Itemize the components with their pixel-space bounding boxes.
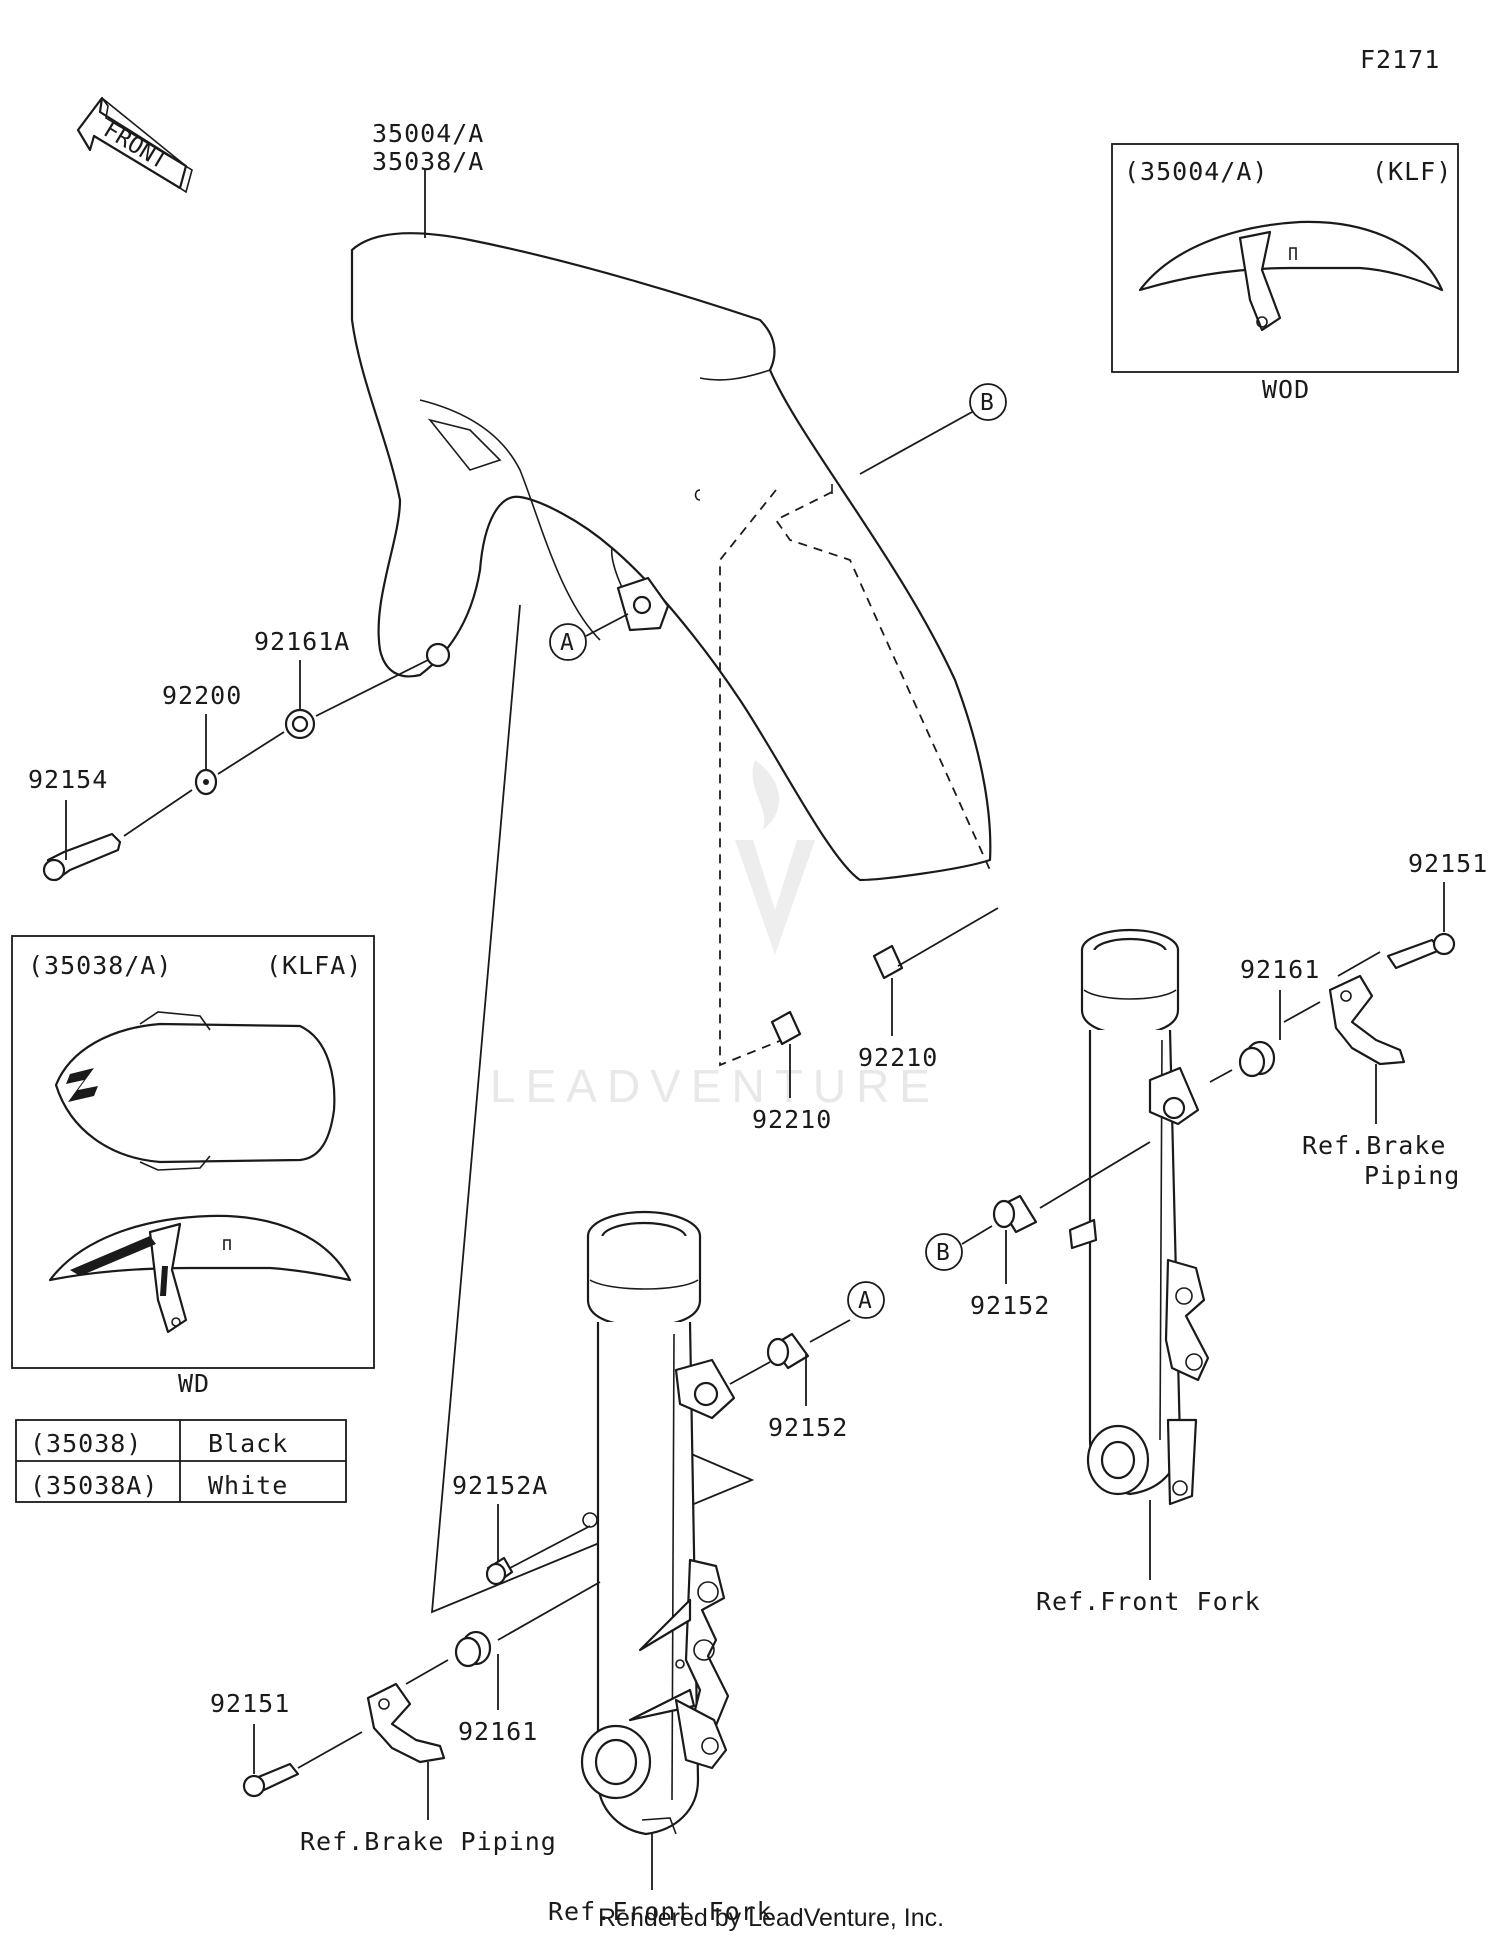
callout-fender-top: 35004/A <box>372 119 484 148</box>
callout-ref-brake-left: Ref.Brake Piping <box>300 1827 557 1856</box>
callout-bolt-b: 92152 <box>970 1291 1050 1320</box>
bolt-92152-a <box>766 1332 810 1370</box>
inset-klfa-code: (35038/A) <box>28 951 172 980</box>
watermark: LEADVENTURE <box>490 760 940 1112</box>
callout-clip-left: 92210 <box>752 1105 832 1134</box>
callout-bolt-a: 92152 <box>768 1413 848 1442</box>
callout-collar-left: 92161 <box>458 1717 538 1746</box>
bolt-92151-left <box>242 1762 300 1798</box>
callout-fender-bottom: 35038/A <box>372 147 484 176</box>
color-table-row-1-color: Black <box>208 1429 288 1458</box>
inset-klf-code: (35004/A) <box>1124 157 1268 186</box>
front-fork-left <box>580 1210 736 1836</box>
collar-92161a <box>284 708 316 740</box>
marker-a-fender-label: A <box>560 630 574 656</box>
watermark-text: LEADVENTURE <box>490 1060 940 1112</box>
bolt-92151-right <box>1386 932 1456 970</box>
inset-klfa-variant: (KLFA) <box>266 951 362 980</box>
callout-ref-brake-right-1: Ref.Brake <box>1302 1131 1446 1160</box>
inset-klfa-caption: WD <box>178 1369 210 1398</box>
marker-b-fender-label: B <box>980 390 994 416</box>
inset-klfa: (35038/A) (KLFA) WD <box>11 935 375 1398</box>
brake-pipe-clamp-right <box>1328 974 1406 1066</box>
front-fork-right <box>1068 928 1210 1506</box>
front-direction-arrow-icon: FRONT <box>76 96 193 194</box>
callout-bolt-right: 92151 <box>1408 849 1488 878</box>
marker-a-fender: A <box>549 623 587 661</box>
inset-klf-variant: (KLF) <box>1372 157 1452 186</box>
callout-bolt-92152a: 92152A <box>452 1471 548 1500</box>
clip-92210-right <box>872 944 904 980</box>
marker-b-fork: B <box>925 1233 963 1271</box>
marker-a-fork-label: A <box>858 1288 872 1314</box>
inset-klf: (35004/A) (KLF) WOD <box>1111 143 1459 404</box>
bolt-92152-b <box>992 1194 1038 1234</box>
callout-ref-fork-right: Ref.Front Fork <box>1036 1587 1261 1616</box>
callout-collar-a: 92161A <box>254 627 350 656</box>
clip-92210-left <box>770 1010 802 1046</box>
callout-bolt-left: 92154 <box>28 765 108 794</box>
callout-collar-right: 92161 <box>1240 955 1320 984</box>
callout-clip-right: 92210 <box>858 1043 938 1072</box>
color-table-row-2-code: (35038A) <box>30 1471 158 1500</box>
callout-ref-fork-left: Ref.Front Fork <box>548 1897 773 1926</box>
callout-bolt-left-low: 92151 <box>210 1689 290 1718</box>
z-logo-icon <box>66 1068 98 1102</box>
marker-b-fender: B <box>969 383 1007 421</box>
color-table-row-1-code: (35038) <box>30 1429 142 1458</box>
figure-code: F2171 <box>1360 45 1440 74</box>
marker-b-fork-label: B <box>936 1240 950 1266</box>
inset-klf-caption: WOD <box>1262 375 1310 404</box>
front-fender <box>350 232 992 1067</box>
color-table-row-2-color: White <box>208 1471 288 1500</box>
collar-92161-left <box>454 1630 492 1668</box>
brake-pipe-clamp-left <box>366 1682 446 1764</box>
callout-ref-brake-right-2: Piping <box>1364 1161 1460 1190</box>
bolt-92154 <box>42 832 122 882</box>
footer-credit: Rendered by LeadVenture, Inc. <box>598 1904 944 1932</box>
washer-92200 <box>194 768 218 796</box>
marker-a-fork: A <box>847 1281 885 1319</box>
color-table: (35038) Black (35038A) White <box>15 1419 347 1503</box>
collar-92161-right <box>1238 1040 1276 1078</box>
callout-washer: 92200 <box>162 681 242 710</box>
